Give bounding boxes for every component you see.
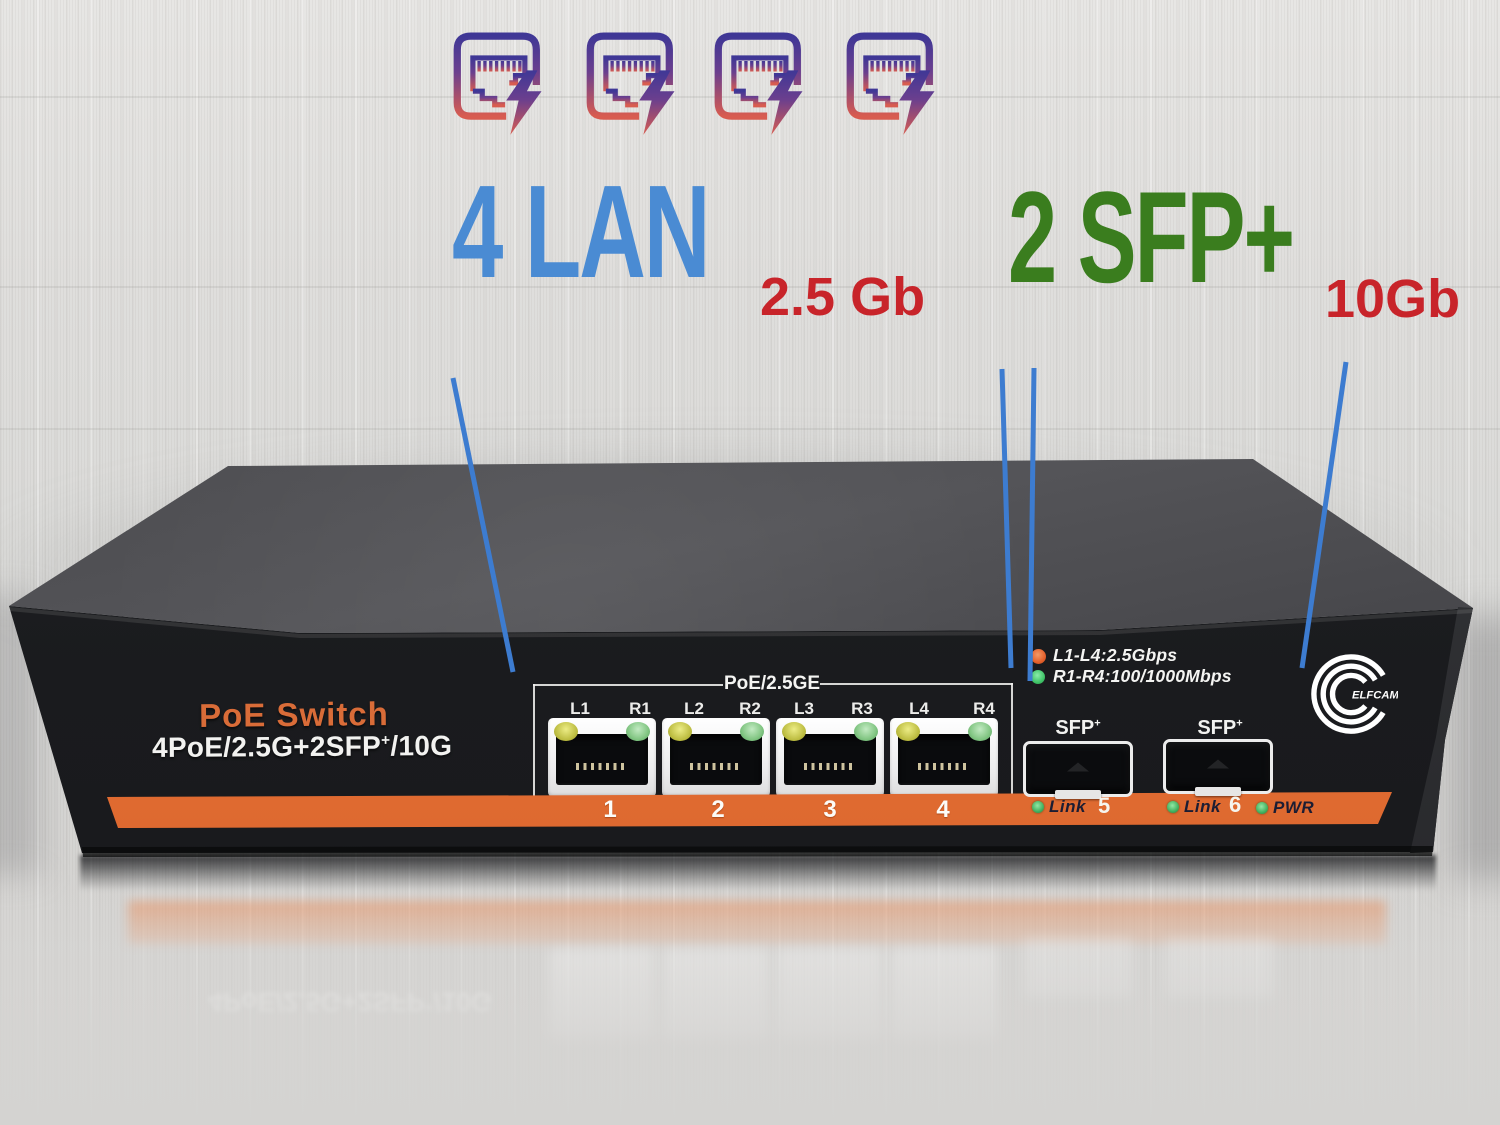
link6-led-icon [1167,801,1179,813]
legend-green-led-icon [1031,670,1045,684]
model-suffix: /10G [390,729,453,762]
sfp-port-label: SFP+ [1185,717,1255,740]
reflection-fade [0,868,1500,1125]
rj45-port-1 [548,718,656,797]
port6-number: 6 [1229,792,1242,817]
poe-led-icon [554,722,578,741]
link-led-icon [626,722,650,741]
rj45-cavity [670,734,762,785]
pwr-led-icon [1256,802,1268,814]
sfp-latch [1055,790,1101,799]
rj45-pins [804,762,856,770]
link5-led-icon [1032,801,1044,813]
port-group-label: PoE/2.5GE [723,673,821,694]
sfp-label-sup: + [1236,717,1243,730]
port-bracket-line [1011,683,1013,805]
sfp-label-base: SFP [1055,717,1095,739]
port-led-label: R1 [629,699,651,718]
port-led-label: L2 [684,699,704,718]
sfp-latch [1195,787,1241,796]
poe-rj45-lightning-icon [453,32,542,135]
sfp-label-base: SFP [1197,717,1237,739]
legend-row-1: L1-L4:2.5Gbps [1053,645,1178,665]
rj45-port-3 [776,718,884,797]
port-bracket-line [533,684,535,806]
rj45-pins [918,762,970,770]
port-led-label: L1 [570,699,590,718]
port-number: 4 [936,796,950,823]
poe-led-icon [668,722,692,741]
legend-row-2: R1-R4:100/1000Mbps [1053,666,1232,686]
pwr-label: PWR [1273,798,1315,817]
link-led-icon [968,722,992,741]
poe-led-icon [896,722,920,741]
lan-speed-label: 2.5 Gb [760,267,926,327]
port-led-label: R3 [851,699,873,718]
port-led-label: R2 [739,699,761,718]
elfcam-logo: ELFCAM [1311,654,1398,734]
port-number: 2 [711,796,725,823]
port-led-label: L3 [794,699,814,718]
poe-rj45-lightning-icon [714,32,803,135]
link-led-icon [740,722,764,741]
model-label: 4PoE/2.5G+2SFP+/10G [151,729,453,764]
lan-headline: 4 LAN [452,158,711,305]
rj45-port-4 [890,718,998,797]
link5-label: Link [1049,797,1086,816]
rj45-pins [576,762,628,770]
legend-orange-led-icon [1031,649,1046,664]
logo-text: ELFCAM [1352,689,1398,701]
port-number: 1 [603,796,617,823]
rj45-cavity [898,734,990,785]
model-prefix: 4PoE/2.5G+2SFP [151,730,382,764]
poe-rj45-lightning-icon [586,32,675,135]
sfp-cage-6 [1163,739,1273,796]
rj45-pins [690,762,742,770]
port-number: 3 [823,796,837,823]
port-bracket-line [533,684,723,686]
sfp-cage-5 [1023,741,1133,799]
link-led-icon [854,722,878,741]
sfp-port-label: SFP+ [1043,717,1113,740]
rj45-cavity [556,734,648,785]
sfp-label-sup: + [1094,717,1101,730]
rj45-cavity [784,734,876,785]
poe-rj45-lightning-icon [846,32,935,135]
link6-label: Link [1184,797,1221,816]
port-bracket-line [820,683,1013,685]
port-led-label: R4 [973,699,995,718]
rj45-port-2 [662,718,770,797]
sfp-speed-label: 10Gb [1325,269,1461,329]
brand-title: PoE Switch [198,695,390,734]
port-led-label: L4 [909,699,929,718]
sfp-headline: 2 SFP+ [1008,164,1295,310]
poe-led-icon [782,722,806,741]
port5-number: 5 [1098,793,1111,818]
plank-seam [0,286,1500,288]
